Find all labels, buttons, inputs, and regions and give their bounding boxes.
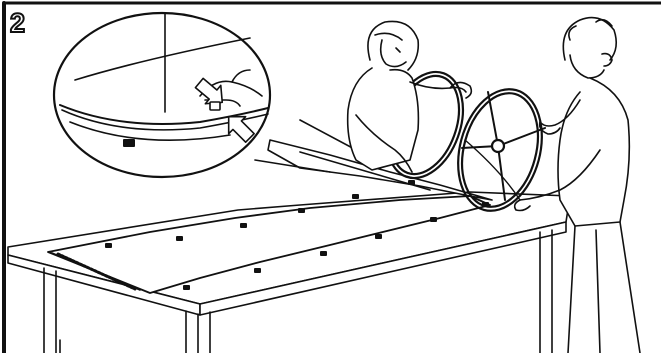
person-left xyxy=(346,20,473,173)
strap xyxy=(464,139,521,201)
clip xyxy=(183,285,190,290)
clip xyxy=(176,236,183,241)
clip xyxy=(352,194,359,199)
clip xyxy=(298,208,305,213)
clip xyxy=(105,243,112,248)
step-number: 2 xyxy=(9,8,27,38)
person-right xyxy=(513,16,641,353)
clip xyxy=(240,223,247,228)
clip xyxy=(320,251,327,256)
clip xyxy=(430,217,437,222)
detail-magnifier xyxy=(52,11,381,179)
clip xyxy=(375,234,382,239)
fastener-clips xyxy=(105,180,489,290)
clip xyxy=(408,180,415,185)
clip xyxy=(254,268,261,273)
